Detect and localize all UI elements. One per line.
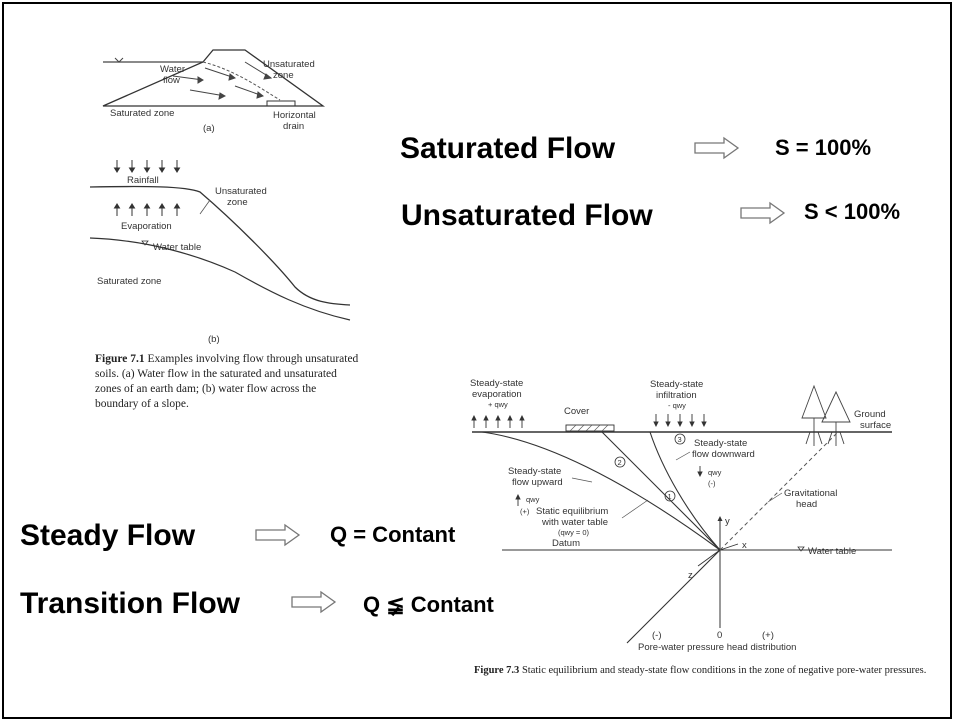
f73-zero-label: 0 <box>717 630 722 641</box>
figure-7-3-diagram: Steady-state evaporation + qwy Cover Ste… <box>470 378 892 653</box>
f73-static-label-1: Static equilibrium <box>536 506 608 517</box>
figure-7-3-caption: Figure 7.3 Static equilibrium and steady… <box>474 664 934 678</box>
f73-curve-3-label: 3 <box>678 435 682 444</box>
f73-minus-label: (-) <box>652 630 662 641</box>
figure-7-1a-dam-diagram: Water flow Unsaturated zone Saturated zo… <box>102 49 326 134</box>
steady-flow-term: Steady Flow <box>20 519 196 552</box>
f73-datum-label: Datum <box>552 538 580 549</box>
figure-7-1-caption: Figure 7.1 Examples involving flow throu… <box>95 352 360 412</box>
f73-evap-label-3: + qwy <box>488 400 508 409</box>
tree-icon <box>801 384 851 446</box>
slope-unsat-label-1: Unsaturated <box>215 186 267 197</box>
saturated-flow-term: Saturated Flow <box>400 132 616 165</box>
steady-flow-arrow-icon <box>255 523 301 547</box>
f73-up-q: qwy <box>526 495 540 504</box>
f73-up-label-2: flow upward <box>512 477 563 488</box>
figure-7-1-caption-label: Figure 7.1 <box>95 353 145 365</box>
dam-drain-label-1: Horizontal <box>273 110 316 121</box>
f73-y-axis-label: y <box>725 516 730 527</box>
figure-7-1b-slope-diagram: Rainfall Evaporation Unsaturated zone Wa… <box>89 160 351 345</box>
slope-rainfall-label: Rainfall <box>127 175 159 186</box>
f73-cover-label: Cover <box>564 406 589 417</box>
unsaturated-flow-term: Unsaturated Flow <box>401 199 653 232</box>
f73-static-label-3: (qwy = 0) <box>558 528 590 537</box>
f73-down-label-2: flow downward <box>692 449 755 460</box>
f73-infil-label-3: - qwy <box>668 401 686 410</box>
f73-up-label-1: Steady-state <box>508 466 561 477</box>
f73-curve-1-label: 1 <box>668 492 672 501</box>
steady-flow-condition: Q = Contant <box>330 522 456 547</box>
unsaturated-flow-condition: S < 100% <box>804 199 901 224</box>
f73-static-label-2: with water table <box>541 517 608 528</box>
dam-drain-label-2: drain <box>283 121 304 132</box>
figure-7-3-caption-label: Figure 7.3 <box>474 665 520 676</box>
f73-wt-label: Water table <box>808 546 856 557</box>
f73-down-q: qwy <box>708 468 722 477</box>
figure-7-1-caption-text: Examples involving flow through unsatura… <box>95 353 359 410</box>
slope-wt-label: Water table <box>153 242 201 253</box>
dam-water-label-1: Water <box>160 64 185 75</box>
figure-7-3-caption-text: Static equilibrium and steady-state flow… <box>521 665 927 676</box>
f73-z-axis-label: z <box>688 570 693 581</box>
f73-axis-title: Pore-water pressure head distribution <box>638 642 796 653</box>
saturated-flow-arrow-icon <box>694 136 740 160</box>
transition-flow-condition: Q ≨ Contant <box>363 592 494 617</box>
slope-evap-label: Evaporation <box>121 221 172 232</box>
f73-ground-label-2: surface <box>860 420 891 431</box>
dam-water-label-2: flow <box>163 75 180 86</box>
f73-grav-label-1: Gravitational <box>784 488 837 499</box>
f73-evap-label-1: Steady-state <box>470 378 523 389</box>
slope-sat-label: Saturated zone <box>97 276 161 287</box>
dam-unsat-label-2: zone <box>273 70 294 81</box>
saturated-flow-condition: S = 100% <box>775 135 872 160</box>
f73-up-sign: (+) <box>520 507 530 516</box>
f73-grav-label-2: head <box>796 499 817 510</box>
f73-ground-label-1: Ground <box>854 409 886 420</box>
dam-sat-label: Saturated zone <box>110 108 174 119</box>
transition-flow-term: Transition Flow <box>20 587 241 620</box>
f73-plus-label: (+) <box>762 630 774 641</box>
slope-unsat-label-2: zone <box>227 197 248 208</box>
slope-panel-tag: (b) <box>208 334 220 345</box>
f73-down-label-1: Steady-state <box>694 438 747 449</box>
dam-unsat-label-1: Unsaturated <box>263 59 315 70</box>
f73-x-axis-label: x <box>742 540 747 551</box>
unsaturated-flow-arrow-icon <box>740 201 786 225</box>
f73-down-sign: (-) <box>708 479 716 488</box>
f73-evap-label-2: evaporation <box>472 389 522 400</box>
f73-infil-label-2: infiltration <box>656 390 697 401</box>
f73-curve-2-label: 2 <box>618 458 622 467</box>
dam-panel-tag: (a) <box>203 123 215 134</box>
f73-infil-label-1: Steady-state <box>650 379 703 390</box>
transition-flow-arrow-icon <box>291 590 337 614</box>
